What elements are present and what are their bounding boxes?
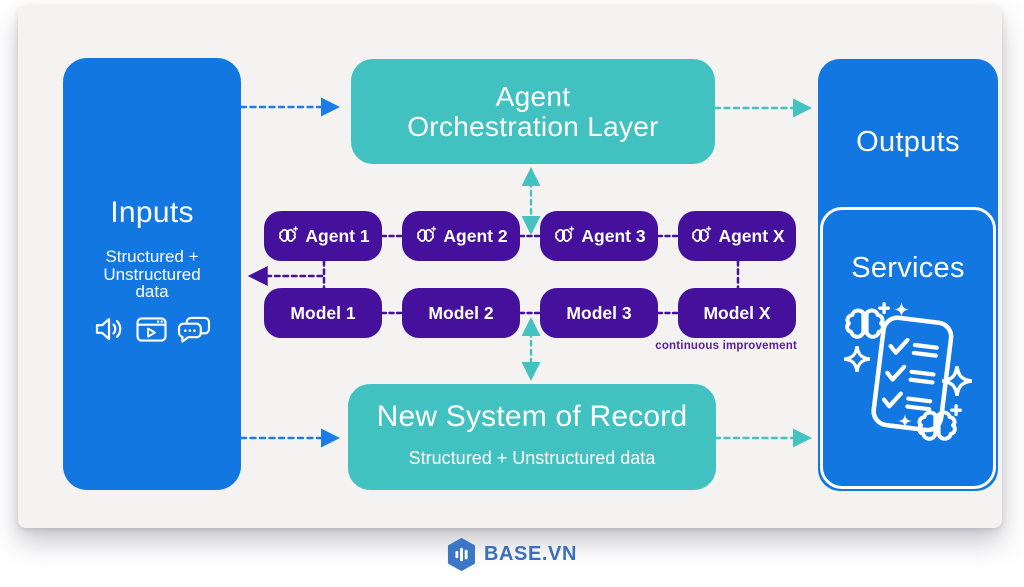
agent-x-box: Agent X (678, 211, 796, 261)
continuous-improvement-note: continuous improvement (655, 340, 797, 352)
hexagon-equalizer-icon (447, 538, 475, 571)
inputs-subtitle-line: Structured + (105, 247, 199, 266)
chat-icon (177, 316, 210, 343)
inputs-box: Inputs Structured + Unstructured data (63, 58, 241, 490)
brain-sparkle-icon (552, 226, 575, 246)
system-of-record-title: New System of Record (376, 400, 688, 433)
agent-label: Agent X (718, 225, 785, 246)
services-panel: Services (820, 207, 996, 489)
model-label: Model 2 (428, 302, 494, 323)
model-x-box: Model X (678, 288, 796, 338)
model-1-box: Model 1 (264, 288, 382, 338)
agent-label: Agent 1 (305, 225, 370, 246)
brain-sparkle-icon (276, 226, 299, 246)
brain-sparkle-icon (689, 226, 712, 246)
system-of-record-box: New System of Record Structured + Unstru… (348, 384, 716, 490)
brain-sparkle-icon (414, 226, 437, 246)
model-label: Model X (703, 302, 771, 323)
inputs-subtitle-line: Unstructured (103, 264, 201, 284)
system-of-record-subtitle: Structured + Unstructured data (408, 448, 656, 468)
outputs-services-box: Outputs Services (818, 59, 998, 491)
brain-icon (845, 302, 891, 339)
inputs-title: Inputs (110, 196, 194, 229)
agent-2-box: Agent 2 (402, 211, 520, 261)
volume-icon (95, 317, 121, 341)
sparkle-icon (894, 302, 909, 317)
connector-agent-model-vertical (322, 259, 740, 290)
model-label: Model 3 (566, 302, 632, 323)
brand-name: BASE.VN (483, 543, 578, 565)
sparkle-icon (844, 346, 870, 372)
agent-label: Agent 2 (443, 225, 508, 246)
orchestration-layer-box: Agent Orchestration Layer (351, 59, 715, 164)
orchestration-title-line1: Agent (495, 80, 571, 112)
agent-3-box: Agent 3 (540, 211, 658, 261)
model-label: Model 1 (290, 302, 356, 323)
inputs-subtitle: Structured + Unstructured data (63, 248, 241, 301)
video-player-icon (135, 316, 167, 342)
ai-checklist-icon (844, 302, 972, 441)
orchestration-title-line2: Orchestration Layer (407, 110, 659, 142)
services-title: Services (851, 252, 965, 284)
outputs-title: Outputs (856, 126, 960, 158)
agent-1-box: Agent 1 (264, 211, 382, 261)
diagram-card: Inputs Structured + Unstructured data (18, 6, 1002, 528)
model-2-box: Model 2 (402, 288, 520, 338)
brand-logo: BASE.VN (0, 538, 1024, 571)
inputs-subtitle-line: data (135, 282, 169, 301)
model-3-box: Model 3 (540, 288, 658, 338)
agent-label: Agent 3 (581, 225, 646, 246)
inputs-icons-row (63, 314, 241, 344)
